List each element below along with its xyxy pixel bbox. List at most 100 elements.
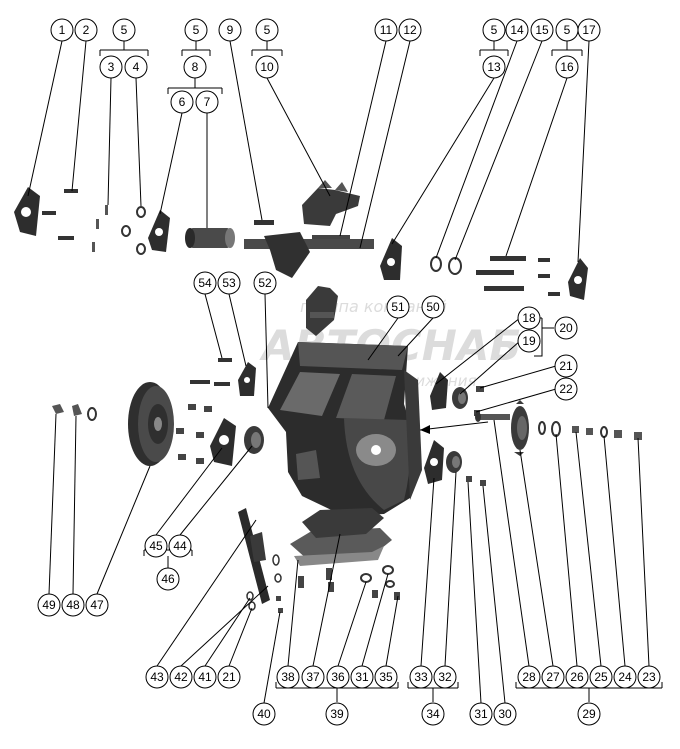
part-flange-33 — [424, 440, 444, 484]
part-bracket-52 — [306, 286, 338, 336]
callout-31b: 31 — [469, 702, 493, 726]
callout-15: 15 — [530, 18, 554, 42]
callout-label: 39 — [330, 707, 344, 721]
callout-label: 26 — [570, 670, 584, 684]
callout-11: 11 — [374, 18, 398, 42]
callout-label: 14 — [510, 23, 524, 37]
callout-36: 36 — [326, 665, 350, 689]
callout-16: 16 — [555, 55, 579, 79]
callout-label: 5 — [564, 23, 571, 37]
callout-40: 40 — [252, 702, 276, 726]
callout-18: 18 — [517, 306, 541, 330]
callout-label: 5 — [121, 23, 128, 37]
callout-label: 16 — [560, 60, 574, 74]
part-fork-10 — [302, 180, 360, 226]
callout-47: 47 — [85, 593, 109, 617]
callout-39: 39 — [325, 702, 349, 726]
parts — [14, 180, 642, 613]
callout-23: 23 — [637, 665, 661, 689]
callout-28: 28 — [517, 665, 541, 689]
callout-24: 24 — [613, 665, 637, 689]
callout-label: 7 — [204, 95, 211, 109]
part-bolt — [58, 236, 74, 240]
callout-label: 11 — [380, 23, 393, 37]
callout-label: 3 — [108, 60, 115, 74]
callout-label: 37 — [306, 670, 320, 684]
callout-label: 54 — [198, 276, 212, 290]
callout-44: 44 — [168, 534, 192, 558]
callout-label: 46 — [161, 572, 175, 586]
callout-label: 8 — [192, 60, 199, 74]
callout-34: 34 — [421, 702, 445, 726]
callout-label: 5 — [193, 23, 200, 37]
callout-label: 31 — [474, 707, 488, 721]
callout-29: 29 — [577, 702, 601, 726]
callout-label: 21 — [559, 359, 573, 373]
callout-label: 22 — [559, 382, 573, 396]
callout-label: 52 — [258, 276, 272, 290]
callout-52: 52 — [253, 271, 277, 295]
callout-21a: 21 — [554, 354, 578, 378]
part-bolt — [64, 189, 78, 193]
callout-7: 7 — [195, 90, 219, 114]
callout-label: 34 — [426, 707, 440, 721]
leader-lines — [27, 40, 663, 704]
callout-4: 4 — [124, 55, 148, 79]
callout-37: 37 — [301, 665, 325, 689]
callout-5a: 5 — [112, 18, 136, 42]
part-flange-53 — [238, 362, 256, 396]
callout-38: 38 — [276, 665, 300, 689]
callout-label: 20 — [559, 321, 573, 335]
callout-27: 27 — [541, 665, 565, 689]
callout-label: 53 — [222, 276, 236, 290]
callout-label: 41 — [198, 670, 212, 684]
callout-22: 22 — [554, 377, 578, 401]
part-bearing-19 — [452, 387, 468, 409]
callout-label: 6 — [179, 95, 186, 109]
callout-label: 5 — [264, 23, 271, 37]
callout-label: 25 — [594, 670, 608, 684]
part-lever-43 — [238, 508, 270, 604]
callout-1: 1 — [50, 18, 74, 42]
part-bearing-44 — [244, 426, 264, 454]
callout-label: 43 — [150, 670, 164, 684]
callout-10: 10 — [255, 55, 279, 79]
callout-label: 40 — [257, 707, 271, 721]
callout-3: 3 — [99, 55, 123, 79]
callout-33: 33 — [409, 665, 433, 689]
callout-label: 36 — [331, 670, 345, 684]
callout-43: 43 — [145, 665, 169, 689]
callout-25: 25 — [589, 665, 613, 689]
part-bottom-plate — [290, 508, 392, 566]
part-flange-18 — [430, 372, 448, 410]
callout-label: 48 — [66, 598, 80, 612]
callout-41: 41 — [193, 665, 217, 689]
callouts: 1 2 5 3 4 5 8 6 7 9 5 10 11 12 5 13 14 1… — [37, 18, 661, 726]
callout-2: 2 — [74, 18, 98, 42]
callout-label: 29 — [582, 707, 596, 721]
callout-label: 45 — [149, 539, 163, 553]
callout-label: 47 — [90, 598, 104, 612]
callout-label: 33 — [414, 670, 428, 684]
callout-17: 17 — [577, 18, 601, 42]
callout-label: 13 — [487, 60, 501, 74]
callout-label: 32 — [438, 670, 452, 684]
callout-42: 42 — [169, 665, 193, 689]
callout-32: 32 — [433, 665, 457, 689]
callout-35: 35 — [374, 665, 398, 689]
part-flange-6 — [148, 210, 170, 252]
callout-9: 9 — [218, 18, 242, 42]
callout-label: 24 — [618, 670, 632, 684]
callout-label: 18 — [522, 311, 536, 325]
callout-26: 26 — [565, 665, 589, 689]
callout-label: 27 — [546, 670, 560, 684]
callout-label: 35 — [379, 670, 393, 684]
callout-48: 48 — [61, 593, 85, 617]
callout-5b: 5 — [184, 18, 208, 42]
callout-20: 20 — [554, 316, 578, 340]
callout-label: 42 — [174, 670, 188, 684]
part-bearing-32 — [446, 451, 462, 473]
part-pulley-47 — [128, 382, 174, 466]
callout-label: 51 — [391, 300, 405, 314]
